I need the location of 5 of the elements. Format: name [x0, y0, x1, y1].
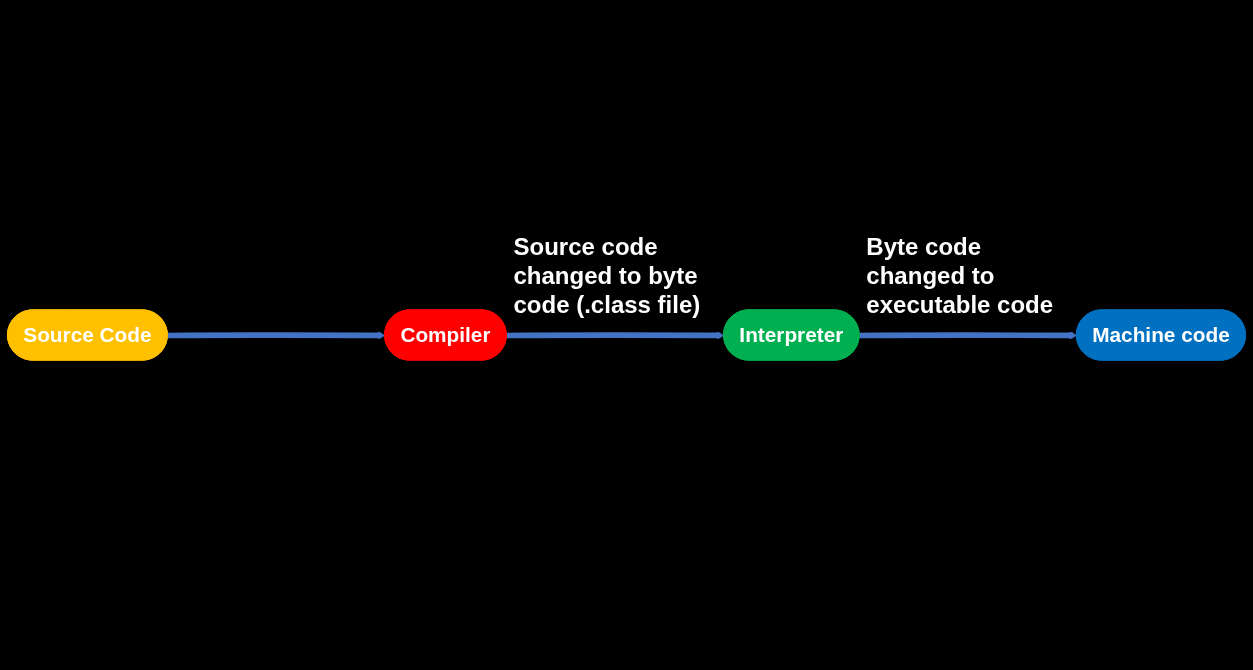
annotation-text: Byte code changed to executable code [866, 233, 1055, 320]
annotation-text: Source code changed to byte code (.class file) [513, 233, 702, 320]
arrow [167, 331, 386, 340]
arrow [859, 331, 1078, 340]
arrow [506, 331, 725, 340]
